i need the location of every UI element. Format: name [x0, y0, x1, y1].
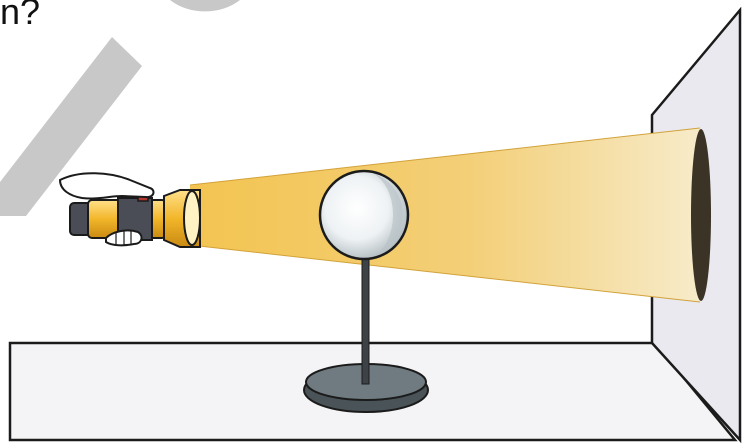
question-fragment: n?	[0, 0, 40, 30]
screen-shadow	[691, 129, 711, 301]
opaque-ball	[320, 171, 408, 259]
watermark-arc	[170, 0, 240, 11]
torch-lens	[184, 191, 200, 245]
hand-top	[60, 173, 153, 198]
ball-stand	[304, 248, 428, 412]
stand-rod	[362, 248, 369, 384]
light-beam	[190, 128, 700, 302]
